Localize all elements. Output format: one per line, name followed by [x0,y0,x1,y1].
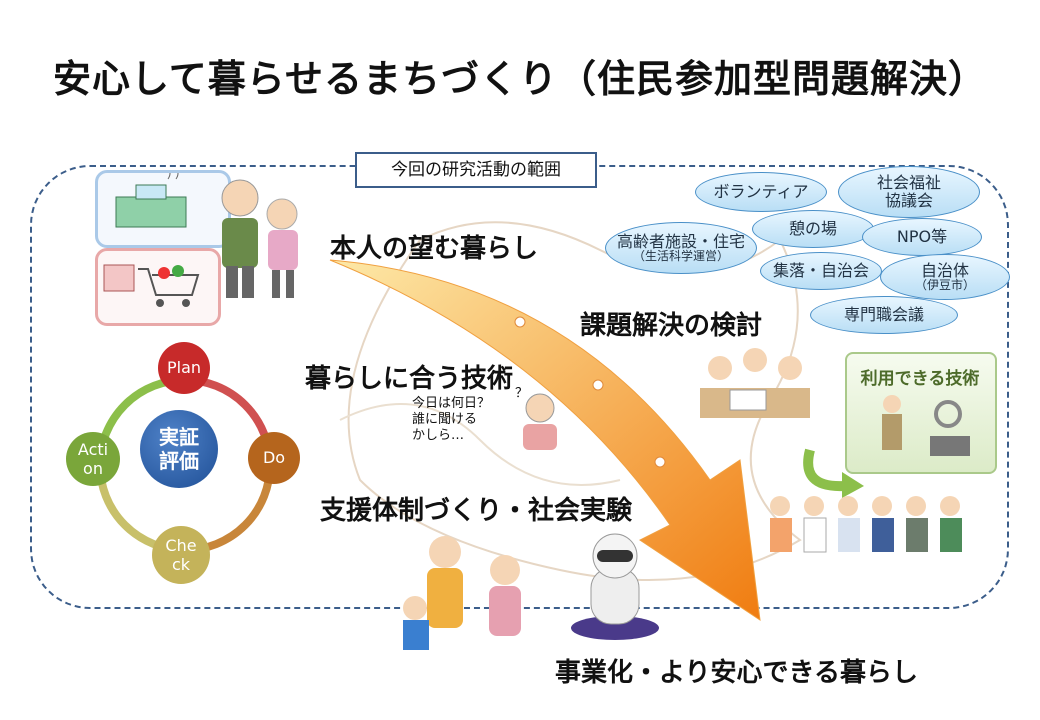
stage-support-label: 支援体制づくり・社会実験 [320,496,633,526]
stakeholder-community: 集落・自治会 [760,252,882,290]
stakeholder-npo: NPO等 [862,218,982,256]
pdca-action: Acti on [66,432,120,486]
stakeholder-volunteer: ボランティア [695,172,827,212]
pdca-center: 実証 評価 [140,410,218,488]
available-tech-label: 利用できる技術 [860,369,980,389]
available-tech-box [845,352,997,474]
robot-icon [571,533,659,640]
progress-arrow-icon [329,259,761,622]
facility-speech-bubble [95,168,231,248]
research-scope-label: 今回の研究活動の範囲 [355,152,597,188]
stage-goal-label: 事業化・より安心できる暮らし [555,658,918,688]
question-mark: ？ [515,386,529,401]
question-text: 今日は何日？ 誰に聞ける かしら… [412,396,491,443]
stakeholder-senior-facility-label: 高齢者施設・住宅 [616,231,745,251]
shopping-speech-bubble [95,248,221,326]
shopping-cart-icon [103,264,200,307]
pdca-check: Che ck [152,526,210,584]
elderly-couple-icon [221,179,298,298]
page-title: 安心して暮らせるまちづくり（住民参加型問題解決） [52,57,988,101]
stakeholder-municipality-sub: （伊豆市） [914,278,975,293]
stakeholder-welfare-council: 社会福祉 協議会 [838,166,980,218]
stakeholder-senior-facility: 高齢者施設・住宅 （生活科学運営） [605,222,757,274]
stakeholder-salon: 憩の場 [752,210,874,248]
stakeholder-senior-facility-sub: （生活科学運営） [632,249,729,264]
workers-icon [770,496,962,553]
meeting-icon [700,348,810,418]
stakeholder-municipality: 自治体 （伊豆市） [880,254,1010,300]
cycle-arrow-icon [803,448,864,498]
building-icon [115,168,187,228]
family-icon [403,536,521,650]
stakeholder-municipality-label: 自治体 [920,260,969,280]
confused-woman-icon [523,393,557,450]
stage-tech-label: 暮らしに合う技術 [305,364,514,394]
tech-worker-icon [882,395,970,456]
stage-wish-label: 本人の望む暮らし [330,234,539,264]
stakeholder-professional: 専門職会議 [810,296,958,334]
pdca-plan: Plan [158,342,210,394]
review-label: 課題解決の検討 [580,311,763,341]
pdca-do: Do [248,432,300,484]
